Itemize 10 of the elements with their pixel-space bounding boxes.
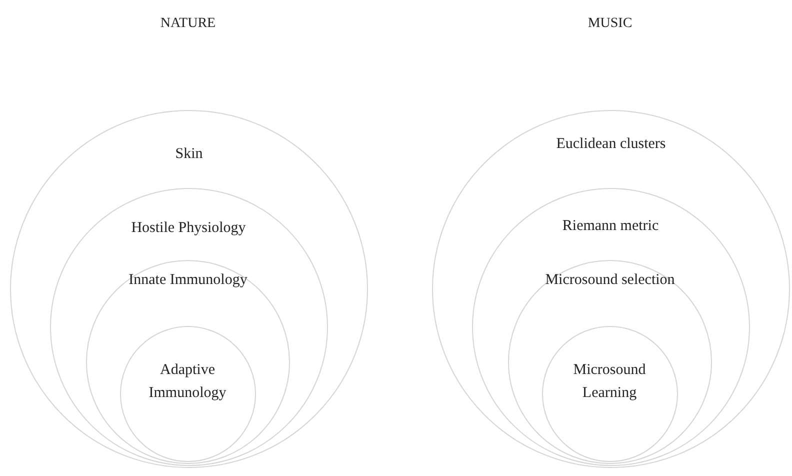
circle-label: Innate Immunology — [128, 271, 248, 290]
circle-label: Adaptive Immunology — [148, 361, 228, 403]
circle-label: Microsound Learning — [572, 361, 647, 403]
group-heading: NATURE — [160, 16, 216, 32]
circle-label: Euclidean clusters — [555, 135, 667, 154]
circle-label: Microsound selection — [545, 271, 675, 290]
circle-label: Riemann metric — [561, 217, 660, 236]
circle-label: Hostile Physiology — [130, 219, 247, 238]
group-heading: MUSIC — [588, 16, 632, 32]
circle-label: Skin — [174, 145, 204, 164]
